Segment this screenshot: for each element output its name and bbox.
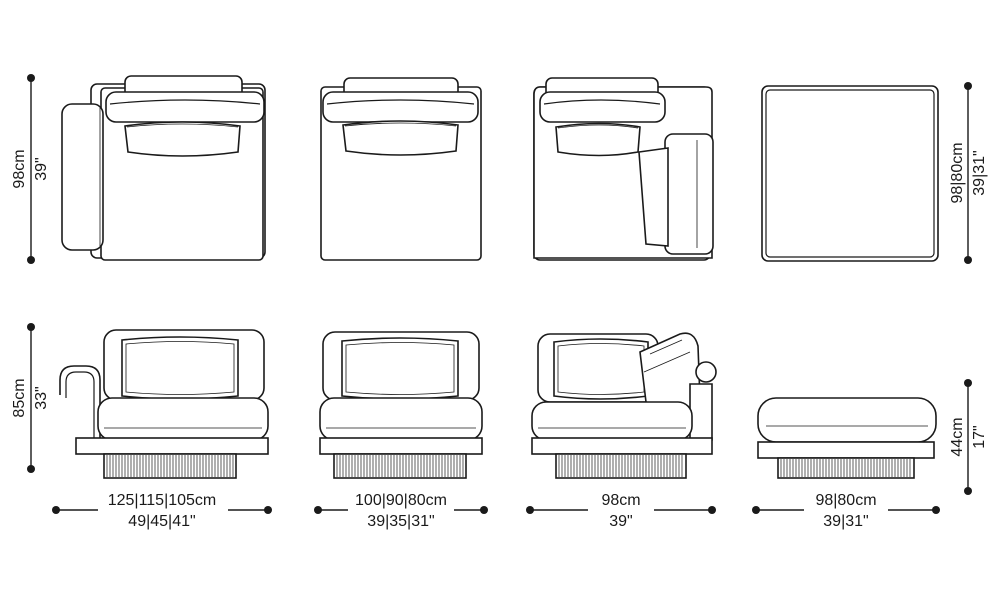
module-3-front-view <box>531 332 717 479</box>
ottoman-depth-in: 39|31" <box>971 150 988 195</box>
module-4-width-cm: 98|80cm <box>815 492 876 509</box>
module-1-base-ribs <box>106 455 234 477</box>
left-depth-cm: 98cm <box>11 149 28 188</box>
left-height-in: 33" <box>33 386 50 409</box>
left-depth-dimension: 98cm 39" <box>11 74 50 264</box>
module-1-width-in: 49|45|41" <box>128 513 195 530</box>
ottoman-height-cm: 44cm <box>949 417 966 456</box>
module-2-front-view <box>319 331 483 479</box>
ottoman-depth-dimension: 98|80cm 39|31" <box>949 82 988 264</box>
module-4-width-dimension: 98|80cm 39|31" <box>752 492 940 530</box>
ottoman-height-in: 17" <box>971 425 988 448</box>
module-3-base-ribs <box>558 455 683 477</box>
ottoman-depth-cm: 98|80cm <box>949 142 966 203</box>
module-2-width-cm: 100|90|80cm <box>355 492 447 509</box>
module-1-width-dimension: 125|115|105cm 49|45|41" <box>52 492 272 530</box>
module-1-top-view <box>61 75 266 261</box>
module-2-width-dimension: 100|90|80cm 39|35|31" <box>314 492 488 530</box>
left-depth-in: 39" <box>33 157 50 180</box>
module-3-width-in: 39" <box>609 513 632 530</box>
module-4-base-ribs <box>780 459 911 477</box>
module-1-width-cm: 125|115|105cm <box>108 492 217 509</box>
left-height-dimension: 85cm 33" <box>11 323 50 473</box>
module-3-top-view <box>533 77 714 261</box>
module-4-front-view <box>757 397 937 479</box>
left-height-cm: 85cm <box>11 378 28 417</box>
module-2-top-view <box>320 77 482 261</box>
module-2-base-ribs <box>336 455 464 477</box>
ottoman-height-dimension: 44cm 17" <box>949 379 988 495</box>
module-4-width-in: 39|31" <box>823 513 868 530</box>
module-3-width-cm: 98cm <box>601 492 640 509</box>
module-1-front-view <box>59 329 269 479</box>
module-2-width-in: 39|35|31" <box>367 513 434 530</box>
module-4-top-view <box>761 85 939 262</box>
module-3-width-dimension: 98cm 39" <box>526 492 716 530</box>
